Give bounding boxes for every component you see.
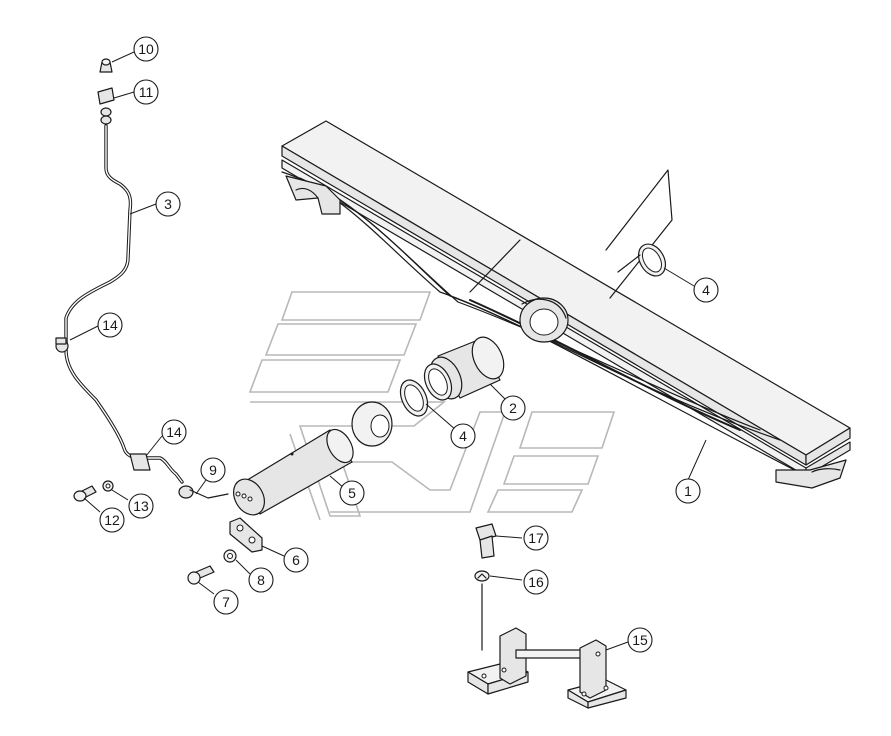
svg-text:14: 14 bbox=[102, 317, 118, 333]
watermark-logo bbox=[248, 291, 616, 521]
svg-text:8: 8 bbox=[257, 572, 265, 588]
callout-11: 11 bbox=[133, 79, 159, 105]
svg-text:15: 15 bbox=[632, 632, 648, 648]
svg-text:9: 9 bbox=[209, 462, 217, 478]
callout-14b: 14 bbox=[161, 419, 187, 445]
callout-16: 16 bbox=[523, 569, 549, 595]
tube bbox=[232, 401, 393, 516]
callout-14a: 14 bbox=[97, 312, 123, 338]
washer-13 bbox=[102, 480, 114, 492]
callout-10: 10 bbox=[133, 36, 159, 62]
callout-7: 7 bbox=[213, 589, 239, 615]
washer-8 bbox=[223, 549, 237, 563]
callout-17: 17 bbox=[523, 525, 549, 551]
callout-3: 3 bbox=[155, 191, 181, 217]
svg-text:5: 5 bbox=[348, 485, 356, 501]
callout-4a: 4 bbox=[693, 277, 719, 303]
callout-12: 12 bbox=[99, 507, 125, 533]
adapter bbox=[97, 87, 115, 125]
callout-15: 15 bbox=[627, 627, 653, 653]
ring-lower bbox=[399, 363, 453, 417]
clip-upper bbox=[55, 337, 69, 353]
svg-text:11: 11 bbox=[139, 84, 154, 100]
svg-text:4: 4 bbox=[459, 428, 467, 444]
svg-text:16: 16 bbox=[528, 574, 544, 590]
fitting-9 bbox=[178, 485, 229, 499]
callout-13: 13 bbox=[128, 493, 154, 519]
washer-16 bbox=[474, 570, 490, 651]
bolt-17 bbox=[475, 523, 497, 559]
svg-text:7: 7 bbox=[222, 594, 230, 610]
bolt-12 bbox=[73, 485, 97, 502]
svg-text:13: 13 bbox=[133, 498, 149, 514]
callout-6: 6 bbox=[283, 547, 309, 573]
clip-lower bbox=[129, 453, 151, 471]
plate bbox=[229, 517, 263, 553]
callout-8: 8 bbox=[248, 567, 274, 593]
svg-text:1: 1 bbox=[684, 483, 692, 499]
callout-1: 1 bbox=[675, 478, 701, 504]
svg-text:17: 17 bbox=[528, 530, 544, 546]
callout-5: 5 bbox=[339, 480, 365, 506]
bolt-7 bbox=[187, 565, 215, 585]
svg-text:6: 6 bbox=[292, 552, 300, 568]
svg-text:3: 3 bbox=[164, 196, 172, 212]
grease-nipple bbox=[99, 58, 113, 73]
callout-4b: 4 bbox=[450, 423, 476, 449]
callout-9: 9 bbox=[200, 457, 226, 483]
svg-text:2: 2 bbox=[509, 400, 517, 416]
ring-upper bbox=[617, 243, 667, 277]
axle-beam bbox=[281, 120, 851, 489]
callout-2: 2 bbox=[500, 395, 526, 421]
svg-text:12: 12 bbox=[104, 512, 120, 528]
svg-text:4: 4 bbox=[702, 282, 710, 298]
svg-text:10: 10 bbox=[138, 41, 154, 57]
leader-lines bbox=[69, 51, 707, 651]
support-bracket bbox=[467, 627, 627, 709]
svg-text:14: 14 bbox=[166, 424, 182, 440]
